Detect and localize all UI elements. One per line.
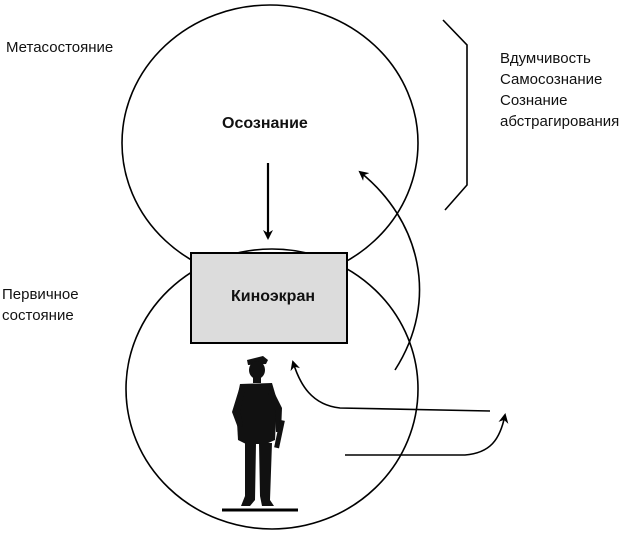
standing-soldier-icon [232, 356, 285, 506]
quality-consciousness: Сознание [500, 92, 568, 109]
cinema-screen-label: Киноэкран [231, 288, 316, 305]
cinema-screen-box [190, 252, 348, 344]
quality-abstraction: абстрагирования [500, 113, 620, 130]
qualities-brace [442, 19, 468, 211]
return-curved-arrow [290, 360, 491, 412]
primary-state-label: Первичное состояние [2, 284, 79, 326]
meta-qualities-list: Вдумчивость Самосознание Сознание абстра… [500, 48, 619, 132]
primary-state-circle [125, 248, 419, 530]
meta-state-label: Метасостояние [6, 39, 114, 56]
reflection-curved-arrow [358, 170, 421, 371]
awareness-label: Осознание [222, 115, 308, 132]
primary-state-line-2: состояние [2, 307, 74, 324]
primary-state-line-1: Первичное [2, 286, 79, 303]
meta-state-circle [121, 4, 419, 282]
quality-thoughtfulness: Вдумчивость [500, 50, 591, 67]
quality-self-awareness: Самосознание [500, 71, 603, 88]
outgoing-curved-arrow [345, 413, 509, 456]
